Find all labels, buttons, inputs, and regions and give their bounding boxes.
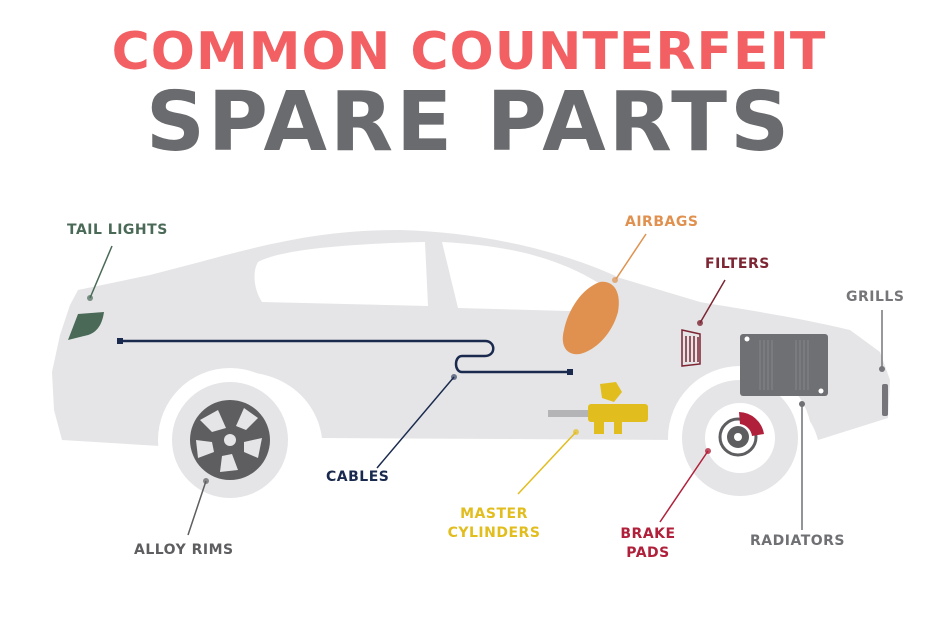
radiator-icon — [740, 334, 828, 396]
cable-icon — [120, 339, 570, 374]
label-master-cylinders-line1: MASTER — [460, 506, 528, 522]
title-line-2: SPARE PARTS — [145, 75, 793, 170]
front-window — [442, 242, 612, 312]
label-grills: GRILLS — [846, 289, 905, 305]
label-brake-pads: BRAKE PADS — [612, 525, 684, 563]
label-radiators: RADIATORS — [750, 533, 846, 549]
label-alloy-rims: ALLOY RIMS — [134, 542, 234, 558]
tail-light-icon — [68, 312, 104, 340]
label-tail-lights: TAIL LIGHTS — [67, 222, 168, 238]
grill-icon — [882, 384, 888, 416]
label-master-cylinders: MASTER CYLINDERS — [438, 505, 550, 543]
master-cylinder-icon — [548, 382, 648, 434]
label-brake-pads-line1: BRAKE — [620, 526, 676, 542]
label-brake-pads-line2: PADS — [626, 545, 670, 561]
label-cables: CABLES — [326, 469, 390, 485]
title-line-1: COMMON COUNTERFEIT — [111, 22, 827, 82]
rear-window — [254, 242, 428, 306]
label-airbags: AIRBAGS — [625, 214, 699, 230]
label-filters: FILTERS — [705, 256, 770, 272]
filter-icon — [681, 329, 701, 367]
label-master-cylinders-line2: CYLINDERS — [447, 525, 541, 541]
brake-pad-icon — [718, 412, 764, 457]
airbag-icon — [562, 281, 619, 355]
alloy-rim-icon — [190, 400, 270, 480]
